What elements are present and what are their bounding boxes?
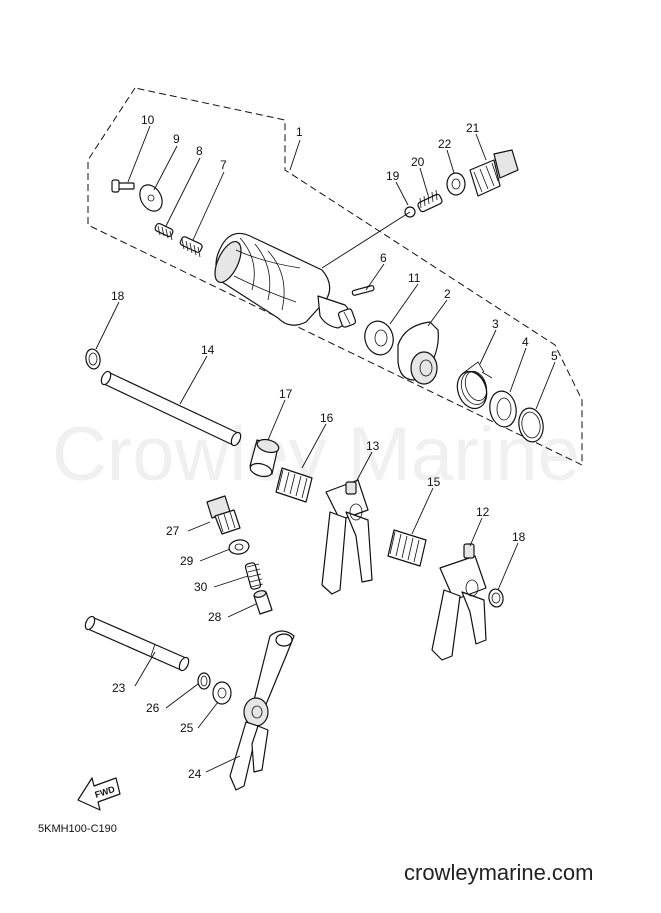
part-24-shift-fork[interactable] [229,630,295,791]
part-10-screw[interactable] [111,179,135,193]
callout-19: 19 [386,169,400,183]
part-18-circlip-upper[interactable] [84,348,101,370]
callout-6: 6 [380,251,387,265]
callout-24: 24 [188,767,202,781]
part-12-shift-fork[interactable] [431,543,487,661]
part-15-spring[interactable] [387,529,427,567]
part-14-shaft[interactable] [99,370,242,447]
callout-7: 7 [220,158,227,172]
callout-8: 8 [196,144,203,158]
site-footer: crowleymarine.com [404,860,594,885]
part-5-circlip[interactable] [516,406,546,444]
callout-17: 17 [279,387,293,401]
fwd-arrow-icon: FWD [77,777,121,811]
part-18-circlip-lower[interactable] [488,588,505,608]
callout-11: 11 [408,271,421,285]
part-9-plate[interactable] [135,181,166,215]
callout-14: 14 [201,343,215,357]
callout-5: 5 [551,349,558,363]
callout-22: 22 [438,137,452,151]
callout-labels: 10 9 8 7 1 19 20 22 21 6 11 2 3 4 5 18 1… [111,113,558,781]
callout-16: 16 [320,411,334,425]
part-30-spring[interactable] [244,562,264,590]
callout-30: 30 [194,580,208,594]
callout-27: 27 [166,524,180,538]
part-7-spring[interactable] [179,236,203,258]
part-1-shift-drum[interactable] [210,232,357,329]
callout-23: 23 [112,681,126,695]
part-4-washer[interactable] [487,389,519,429]
part-26-circlip[interactable] [197,672,211,690]
callout-26: 26 [146,701,160,715]
callout-10: 10 [141,113,155,127]
part-27-plug-bolt[interactable] [206,495,241,535]
callout-13: 13 [366,439,380,453]
part-22-washer[interactable] [446,172,466,196]
assembly-boundary [87,87,583,466]
part-25-washer[interactable] [212,681,232,705]
part-13-shift-fork[interactable] [321,479,373,595]
callout-15: 15 [427,475,441,489]
part-16-spring[interactable] [275,467,313,503]
part-8-spring[interactable] [154,222,174,241]
callout-25: 25 [180,721,194,735]
part-20-spring[interactable] [417,189,443,213]
callout-18-upper: 18 [111,289,125,303]
callout-29: 29 [180,554,194,568]
part-6-pin[interactable] [351,285,375,296]
callout-1: 1 [296,125,303,139]
diagram-code: 5KMH100-C190 [38,823,117,835]
callout-9: 9 [173,132,180,146]
callout-12: 12 [476,505,490,519]
part-29-washer[interactable] [228,538,250,555]
callout-21: 21 [466,121,480,135]
callout-4: 4 [522,335,529,349]
callout-20: 20 [411,155,425,169]
callout-3: 3 [492,317,499,331]
part-17-bearing[interactable] [249,437,280,478]
part-3-torsion-spring[interactable] [452,361,493,413]
part-21-plug-bolt[interactable] [469,149,519,197]
part-11-washer[interactable] [361,318,397,358]
watermark: Crowley Marine [52,412,580,497]
callout-2: 2 [444,287,451,301]
part-2-segment[interactable] [397,321,439,385]
leader-lines [95,125,556,773]
callout-18-lower: 18 [512,530,526,544]
part-28-pin[interactable] [253,590,273,615]
callout-28: 28 [208,610,222,624]
part-23-shaft[interactable] [83,615,190,672]
